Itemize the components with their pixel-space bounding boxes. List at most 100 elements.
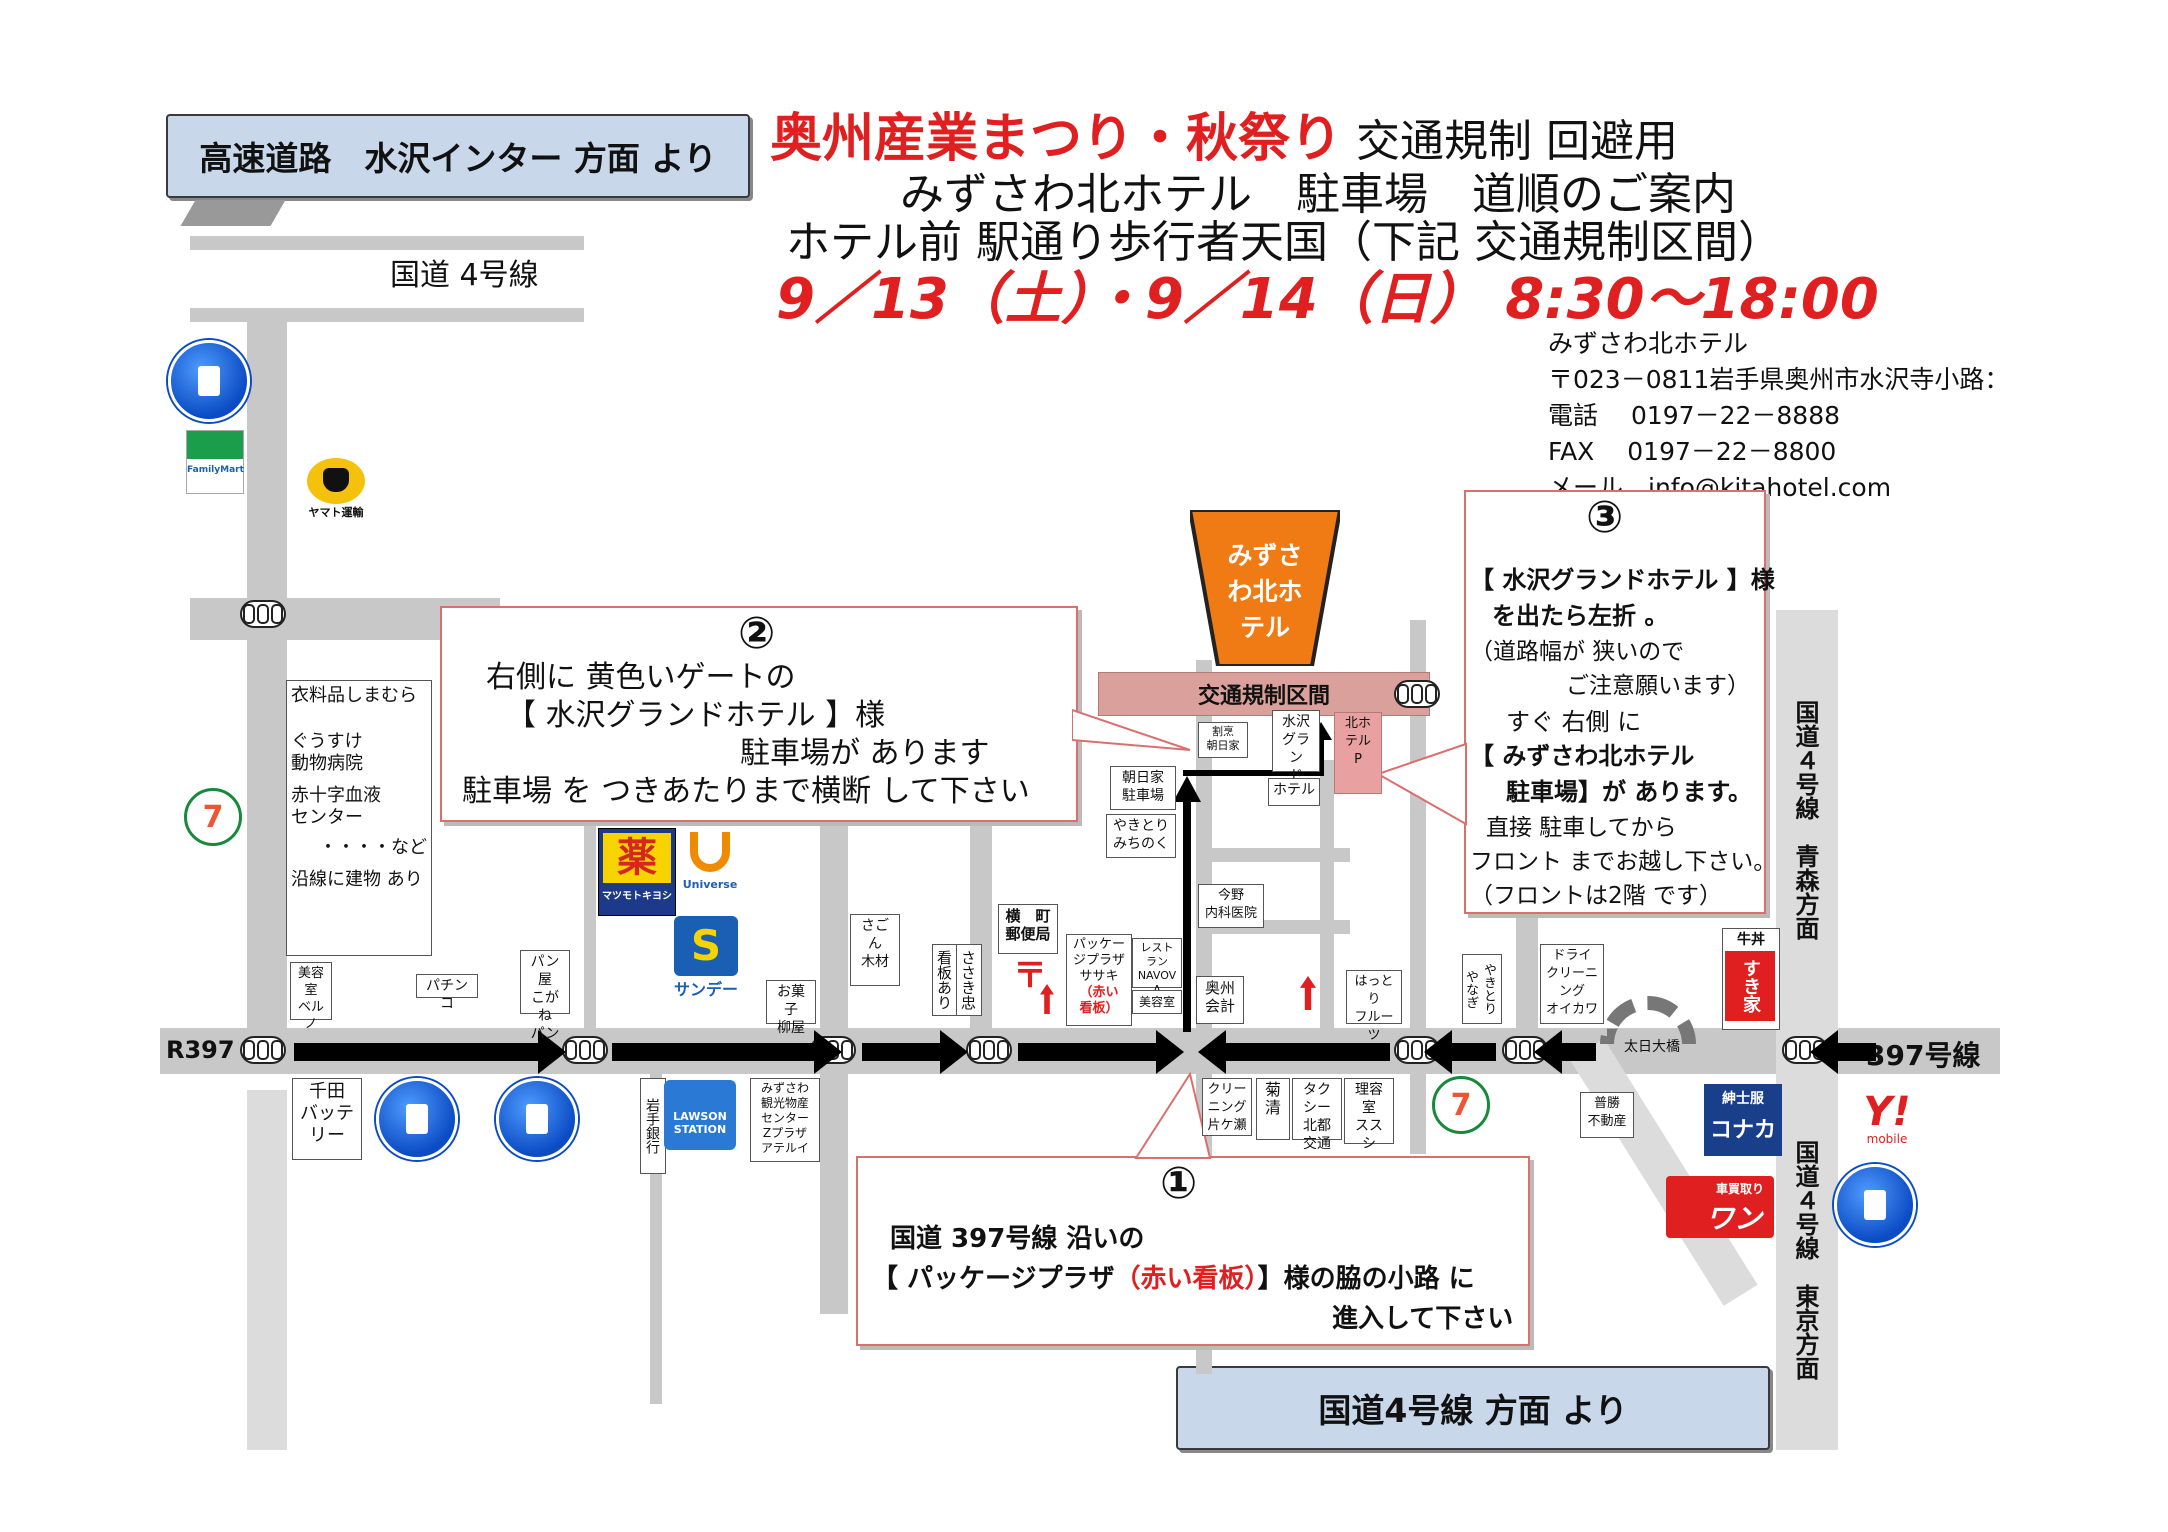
callout-1-line-2c: 】様の脇の小路 に [1257, 1264, 1475, 1294]
title-line-1: 奥州産業まつり・秋祭り交通規制 回避用 [770, 96, 1678, 171]
banner-highway: 高速道路 水沢インター 方面 より [166, 114, 750, 198]
r397-label: R397 [166, 1036, 235, 1064]
place-yakitori2: やきとり やなぎ [1462, 954, 1502, 1024]
west-road [247, 322, 287, 1042]
yamato-text: ヤマト運輸 [308, 506, 364, 519]
place-chida: 千田 バッテ リー [292, 1078, 362, 1160]
konaka-sub: 紳士服 [1722, 1091, 1764, 1107]
post-office-icon: 〒 [1013, 956, 1047, 996]
callout-2-line-4: 駐車場 を つきあたりまで横断 して下さい [462, 774, 1030, 809]
place-kanko: みずさわ 観光物産 センター Zプラザ アテルイ [750, 1078, 820, 1162]
place-oushu: 奥州 会計 [1196, 976, 1244, 1024]
callout-2-pointer-shape [1071, 708, 1191, 751]
place-hoteru: ホテル [1268, 778, 1320, 806]
place-sasaki: ささき忠 [956, 944, 982, 1016]
place-buildings: 沿線に建物 あり [291, 869, 423, 890]
banner-route4: 国道4号線 方面 より [1176, 1366, 1770, 1450]
west-buildings-box: 衣料品しまむら ぐうすけ 動物病院 赤十字血液 センター ・・・・など 沿線に建… [286, 680, 432, 956]
place-cleaning: ドライ クリーニ ング オイカワ [1540, 944, 1604, 1024]
bridge-arc-icon [1600, 996, 1696, 1044]
title-line-3: ホテル前 駅通り歩行者天国（下記 交通規制区間） [786, 217, 1782, 268]
callout-2-line-3: 駐車場が あります [740, 736, 990, 771]
restricted-zone-label: 交通規制区間 [1197, 684, 1330, 709]
gas-station-icon [168, 340, 250, 422]
sukiya-gyudon: 牛丼 [1737, 932, 1765, 948]
yamato-cat-icon [307, 458, 365, 504]
route-arrow-5 [1198, 1030, 1390, 1074]
route-arrow-across-up [1318, 738, 1324, 776]
wani-text: ワン [1705, 1202, 1762, 1235]
restricted-zone: 交通規制区間 [1098, 672, 1430, 716]
callout-2: ② 右側に 黄色いゲートの 【 水沢グランドホテル 】様 駐車場が あります 駐… [440, 606, 1078, 822]
route4-top-label: 国道 4号線 [390, 258, 539, 293]
callout-3-number: ③ [1586, 492, 1624, 543]
event-dates: 9／13（土）・9／14（日） 8:30〜18:00 [776, 267, 1879, 332]
title-line-2: みずさわ北ホテル 駐車場 道順のご案内 [900, 169, 1736, 220]
signal-west-cross [240, 600, 286, 628]
callout-1-pointer-shape [1134, 1071, 1212, 1159]
callout-1-number: ① [1160, 1158, 1198, 1209]
callout-1-line-2: 【 パッケージプラザ（赤い看板）】様の脇の小路 に [872, 1258, 1475, 1295]
yamato-cat-shape [323, 468, 349, 492]
konaka-text: コナカ [1709, 1118, 1776, 1143]
familymart-text: FamilyMart [187, 465, 244, 475]
callout-1-pointer [1130, 1070, 1220, 1160]
callout-3-line-7: 駐車場】が あります。 [1506, 778, 1752, 806]
place-suzume: 割烹 朝日家 [1198, 722, 1248, 758]
route-arrow-3 [862, 1030, 968, 1074]
route-arrow-6 [1424, 1030, 1496, 1074]
street-f [1516, 900, 1538, 1030]
gas-station-icon [496, 1078, 578, 1160]
place-yakitori: やきとり みちのく [1106, 814, 1176, 858]
signal-r397-4 [966, 1036, 1012, 1064]
yamato-logo: ヤマト運輸 [296, 458, 376, 528]
familymart-logo: FamilyMart [186, 430, 244, 494]
signal-r397-1 [240, 1036, 286, 1064]
route-arrow-8 [1810, 1030, 1876, 1074]
callout-2-pointer [1071, 700, 1192, 751]
callout-3-line-4: ご注意願います） [1566, 673, 1750, 699]
seven-eleven-logo: 7 [184, 788, 242, 846]
place-yubin: 横 町 郵便局 [998, 904, 1058, 954]
callout-1-red-sign: （赤い看板） [1114, 1264, 1258, 1294]
callout-2-line-2: 【 水沢グランドホテル 】様 [506, 698, 886, 733]
place-etc: ・・・・など [319, 837, 427, 858]
place-kikusei: 菊 清 [1256, 1078, 1290, 1140]
sunday-logo: S サンデー [666, 916, 746, 1002]
place-asahi: 朝日家 駐車場 [1110, 766, 1176, 810]
interchange-ramp [180, 200, 286, 226]
hotel-info: みずさわ北ホテル 〒023－0811岩手県奥州市水沢寺小路： 電話 0197－2… [1548, 326, 2009, 506]
route-arrow-across [1183, 770, 1323, 776]
callout-2-line-1: 右側に 黄色いゲートの [486, 660, 796, 695]
sukiya-logo: 牛丼 すき家 [1722, 928, 1780, 1030]
callout-1-line-1: 国道 397号線 沿いの [890, 1224, 1145, 1254]
gas-station-icon [376, 1078, 458, 1160]
callout-1-line-3: 進入して下さい [1332, 1304, 1514, 1334]
route4-east-south-label: 国道４号線 東京方面 [1791, 1140, 1819, 1380]
wani-kuruma: 車買取り [1715, 1182, 1764, 1196]
place-redcross: 赤十字血液 センター [291, 785, 381, 828]
place-sagon: さごん 木材 [850, 914, 900, 986]
hotel-marker-label: みずさわ北ホテル [1227, 541, 1303, 642]
place-okashi: お菓子 柳屋 [766, 980, 816, 1036]
callout-1: ① 国道 397号線 沿いの 【 パッケージプラザ（赤い看板）】様の脇の小路 に… [856, 1156, 1530, 1346]
hotel-marker: みずさわ北ホテル [1187, 508, 1343, 668]
place-package: パッケー ジプラザ ササキ （赤い 看板） [1066, 934, 1132, 1026]
route-arrow-up [1183, 796, 1191, 1032]
callout-2-number: ② [738, 608, 776, 659]
callout-3-line-6: 【 みずさわ北ホテル [1470, 742, 1695, 770]
callout-3-line-5: すぐ 右側 に [1506, 708, 1642, 736]
diagonal-road [1570, 1038, 1758, 1306]
universe-logo: Universe [678, 828, 742, 906]
street-b [820, 820, 848, 1030]
place-package-name: パッケー ジプラザ ササキ [1072, 937, 1125, 984]
matsukiyo-logo: 薬 マツモトキヨシ [598, 828, 676, 916]
sukiya-text: すき家 [1725, 951, 1775, 1021]
signal-restricted [1394, 680, 1440, 708]
place-futsu: 普勝 不動産 [1580, 1092, 1634, 1138]
title-rest: 交通規制 回避用 [1356, 116, 1679, 167]
route-arrow-2 [612, 1030, 842, 1074]
callout-3-line-2: を出たら左折 。 [1492, 602, 1669, 630]
gas-station-icon [1834, 1164, 1916, 1246]
sunday-text: サンデー [673, 980, 738, 999]
